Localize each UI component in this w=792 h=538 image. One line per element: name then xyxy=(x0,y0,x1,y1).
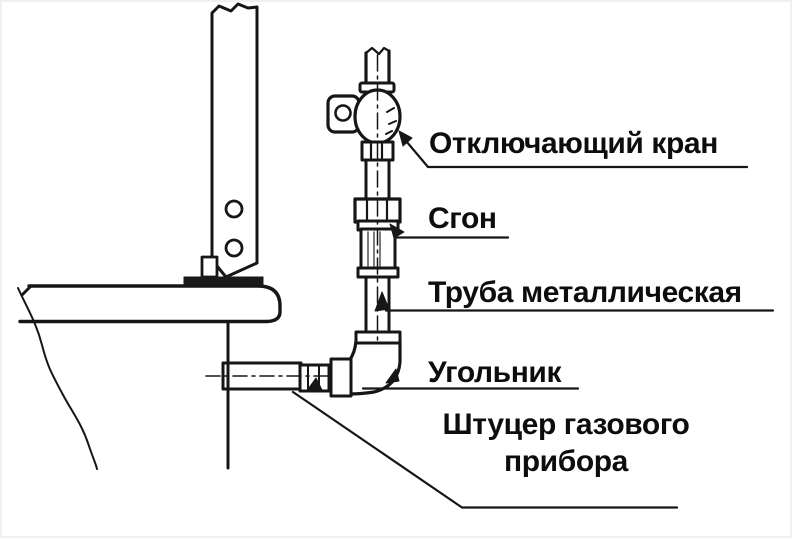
label-gas-fitting-line2: прибора xyxy=(504,445,628,478)
label-metal-pipe: Труба металлическая xyxy=(428,276,742,309)
bracket-drawing xyxy=(200,2,259,279)
leader-arrow xyxy=(374,291,390,312)
label-gas-fitting-line1: Штуцер газового xyxy=(442,408,690,441)
label-elbow: Угольник xyxy=(428,356,562,389)
label-gas-fitting: Штуцер газового прибора xyxy=(420,406,712,480)
elbow-body xyxy=(347,339,402,396)
leader-arrow xyxy=(389,223,405,239)
valve-handle-hole xyxy=(334,104,352,122)
nipple-shading xyxy=(367,231,381,267)
leader-arrow xyxy=(398,130,413,147)
leader-elbow xyxy=(361,368,580,390)
bracket-foot xyxy=(200,255,219,279)
leader-shutoff-valve xyxy=(398,130,749,169)
bracket-hole-top xyxy=(224,199,244,219)
valve-port-marks xyxy=(385,107,397,135)
appliance-break-line xyxy=(17,287,98,470)
leader-arrow xyxy=(385,368,400,384)
elbow-drawing xyxy=(329,330,402,398)
shutoff-valve-drawing xyxy=(326,81,402,162)
bracket-hole-bottom xyxy=(224,238,244,258)
countertop-drawing xyxy=(18,284,282,324)
leader-nipple xyxy=(389,223,510,239)
label-nipple: Сгон xyxy=(428,202,497,235)
pipe-break-jag xyxy=(364,46,391,56)
elbow-left-flange xyxy=(329,357,353,398)
leader-arrow xyxy=(305,377,323,393)
leader-metal-pipe xyxy=(374,291,775,312)
label-shutoff-valve: Отключающий кран xyxy=(429,127,718,160)
leader-fitting xyxy=(291,377,679,509)
